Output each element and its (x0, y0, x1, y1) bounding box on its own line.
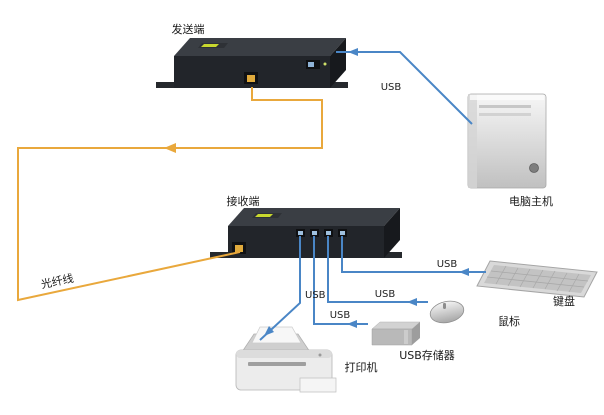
receiver-brand-logo (255, 214, 273, 217)
tower-drive-slot (479, 105, 531, 108)
transmitter-ear-right (330, 82, 348, 88)
mouse-body (429, 300, 465, 324)
usb-storage-label: USB存储器 (399, 348, 455, 362)
usb-arrow-storage (347, 320, 357, 328)
receiver-usb-port-1-inner (298, 231, 303, 235)
receiver-front-face (228, 226, 384, 258)
transmitter-usb-port-inner (308, 62, 314, 67)
mouse-scroll-wheel (443, 303, 446, 309)
tower-drive-slot-2 (479, 113, 531, 116)
transmitter-top-face (174, 38, 346, 56)
transmitter-fiber-port-inner (247, 75, 255, 82)
tower-body (467, 93, 547, 189)
usb-label-storage: USB (330, 310, 351, 321)
storage-top-face (371, 321, 421, 330)
usb-links (259, 48, 486, 341)
printer-top-band (236, 350, 332, 358)
receiver-fiber-port-inner (235, 245, 243, 252)
printer-button (318, 353, 322, 357)
usb-label-computer: USB (381, 82, 402, 93)
usb-line-keyboard (341, 236, 486, 273)
transmitter-side-face (330, 38, 346, 88)
receiver-usb-port-3-inner (326, 231, 331, 235)
keyboard-keys-area (484, 265, 591, 293)
tower-top-highlight (470, 95, 544, 100)
transmitter-unit (156, 38, 348, 88)
storage-side-face (412, 322, 420, 345)
printer-paper-in (251, 326, 302, 344)
usb-line-mouse (327, 236, 428, 303)
receiver-ear-right (384, 252, 402, 258)
receiver-label: 接收端 (227, 194, 260, 208)
transmitter-label: 发送端 (172, 22, 205, 36)
usb-line-computer (336, 51, 473, 125)
mouse (429, 300, 465, 324)
usb-arrow-computer (348, 48, 358, 56)
receiver-usb-port-4-inner (340, 231, 345, 235)
usb-arrow-mouse (407, 298, 417, 306)
fiber-link (17, 87, 323, 302)
fiber-cable-line (17, 87, 323, 302)
fiber-label: 光纤线 (40, 271, 75, 292)
printer (235, 326, 337, 393)
transmitter-ear-left (156, 82, 174, 88)
receiver-side-face (384, 208, 400, 258)
receiver-top-face (228, 208, 400, 226)
tower-left-shade (468, 94, 477, 188)
printer-label: 打印机 (345, 360, 378, 374)
keyboard (476, 260, 598, 298)
storage-cap (404, 330, 408, 344)
keyboard-key-columns (495, 265, 580, 293)
mouse-label: 鼠标 (498, 314, 520, 328)
computer-tower (467, 93, 547, 189)
receiver-ear-left (210, 252, 228, 258)
computer-label: 电脑主机 (509, 194, 553, 208)
printer-paper-out (299, 377, 337, 393)
usb-line-printer (259, 236, 301, 341)
transmitter-led (323, 62, 327, 66)
usb-arrow-printer (264, 326, 274, 336)
usb-label-mouse: USB (375, 289, 396, 300)
fiber-arrow (164, 143, 176, 153)
usb-arrow-keyboard (459, 268, 469, 276)
receiver-usb-port-2-inner (312, 231, 317, 235)
transmitter-brand-logo (201, 44, 219, 47)
keyboard-label: 键盘 (553, 294, 575, 308)
usb-storage-device (371, 321, 421, 346)
usb-label-printer: USB (305, 290, 326, 301)
receiver-unit (210, 208, 402, 258)
tower-power-button (529, 163, 539, 173)
printer-output-slot (248, 362, 306, 366)
usb-label-keyboard: USB (437, 259, 458, 270)
labels: 发送端 接收端 电脑主机 键盘 鼠标 USB存储器 打印机 光纤线 USB US… (40, 22, 575, 374)
